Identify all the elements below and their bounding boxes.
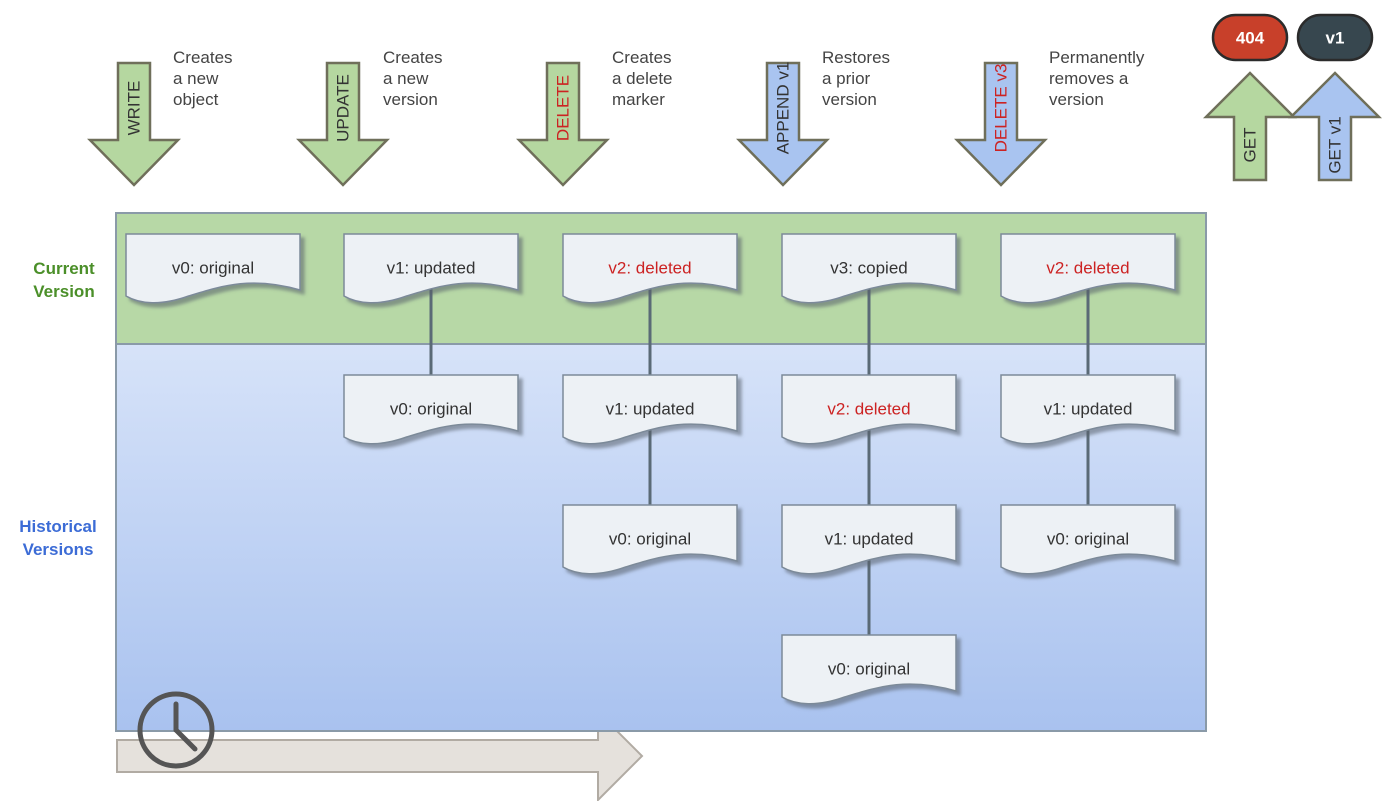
svg-text:404: 404: [1236, 29, 1265, 48]
op-label-delete-v3: DELETE v3: [992, 64, 1011, 153]
version-label: v1: updated: [387, 259, 476, 278]
version-label: v0: original: [172, 259, 254, 278]
version-label: v1: updated: [825, 530, 914, 549]
get-arrow-get: GET: [1202, 71, 1298, 182]
get-arrow-get-v1: GET v1: [1287, 71, 1383, 182]
op-arrow-update: UPDATE: [296, 61, 390, 187]
version-label: v1: updated: [1044, 400, 1133, 419]
op-label-append-v1: APPEND v1: [774, 62, 793, 155]
op-label-update: UPDATE: [334, 74, 353, 142]
get-result-badge-404: 404: [1211, 13, 1289, 62]
version-label: v2: deleted: [608, 259, 691, 278]
historical-version-document: v1: updated: [781, 504, 957, 575]
version-label: v2: deleted: [1046, 259, 1129, 278]
clock-icon: [137, 691, 215, 769]
op-description-write: Creates a new object: [173, 48, 233, 109]
op-label-write: WRITE: [125, 81, 144, 136]
get-label-get-v1: GET v1: [1326, 116, 1345, 173]
current-version-document: v2: deleted: [562, 233, 738, 304]
op-arrow-write: WRITE: [87, 61, 181, 187]
historical-version-document: v0: original: [562, 504, 738, 575]
historical-version-document: v0: original: [1000, 504, 1176, 575]
current-version-document: v1: updated: [343, 233, 519, 304]
current-version-document: v3: copied: [781, 233, 957, 304]
time-direction-arrow: [116, 709, 644, 803]
op-description-delete: Creates a delete marker: [612, 48, 673, 109]
op-arrow-delete: DELETE: [516, 61, 610, 187]
op-arrow-append-v1: APPEND v1: [736, 62, 830, 187]
current-version-document: v2: deleted: [1000, 233, 1176, 304]
historical-version-document: v0: original: [781, 634, 957, 705]
historical-version-document: v0: original: [343, 374, 519, 445]
op-description-update: Creates a new version: [383, 48, 443, 109]
version-label: v0: original: [828, 660, 910, 679]
op-description-delete-v3: Permanently removes a version: [1049, 48, 1145, 109]
version-label: v2: deleted: [827, 400, 910, 419]
version-label: v0: original: [1047, 530, 1129, 549]
version-label: v0: original: [390, 400, 472, 419]
current-version-label: Current Version: [33, 259, 95, 301]
get-result-badge-v1: v1: [1296, 13, 1374, 62]
version-label: v0: original: [609, 530, 691, 549]
op-description-append-v1: Restores a prior version: [822, 48, 891, 109]
current-version-document: v0: original: [125, 233, 301, 304]
op-label-delete: DELETE: [554, 75, 573, 141]
version-label: v1: updated: [606, 400, 695, 419]
op-arrow-delete-v3: DELETE v3: [954, 61, 1048, 187]
get-label-get: GET: [1241, 128, 1260, 163]
svg-text:v1: v1: [1326, 29, 1345, 48]
historical-versions-label: Historical Versions: [19, 517, 97, 559]
historical-version-document: v2: deleted: [781, 374, 957, 445]
version-label: v3: copied: [830, 259, 908, 278]
historical-version-document: v1: updated: [562, 374, 738, 445]
historical-version-document: v1: updated: [1000, 374, 1176, 445]
